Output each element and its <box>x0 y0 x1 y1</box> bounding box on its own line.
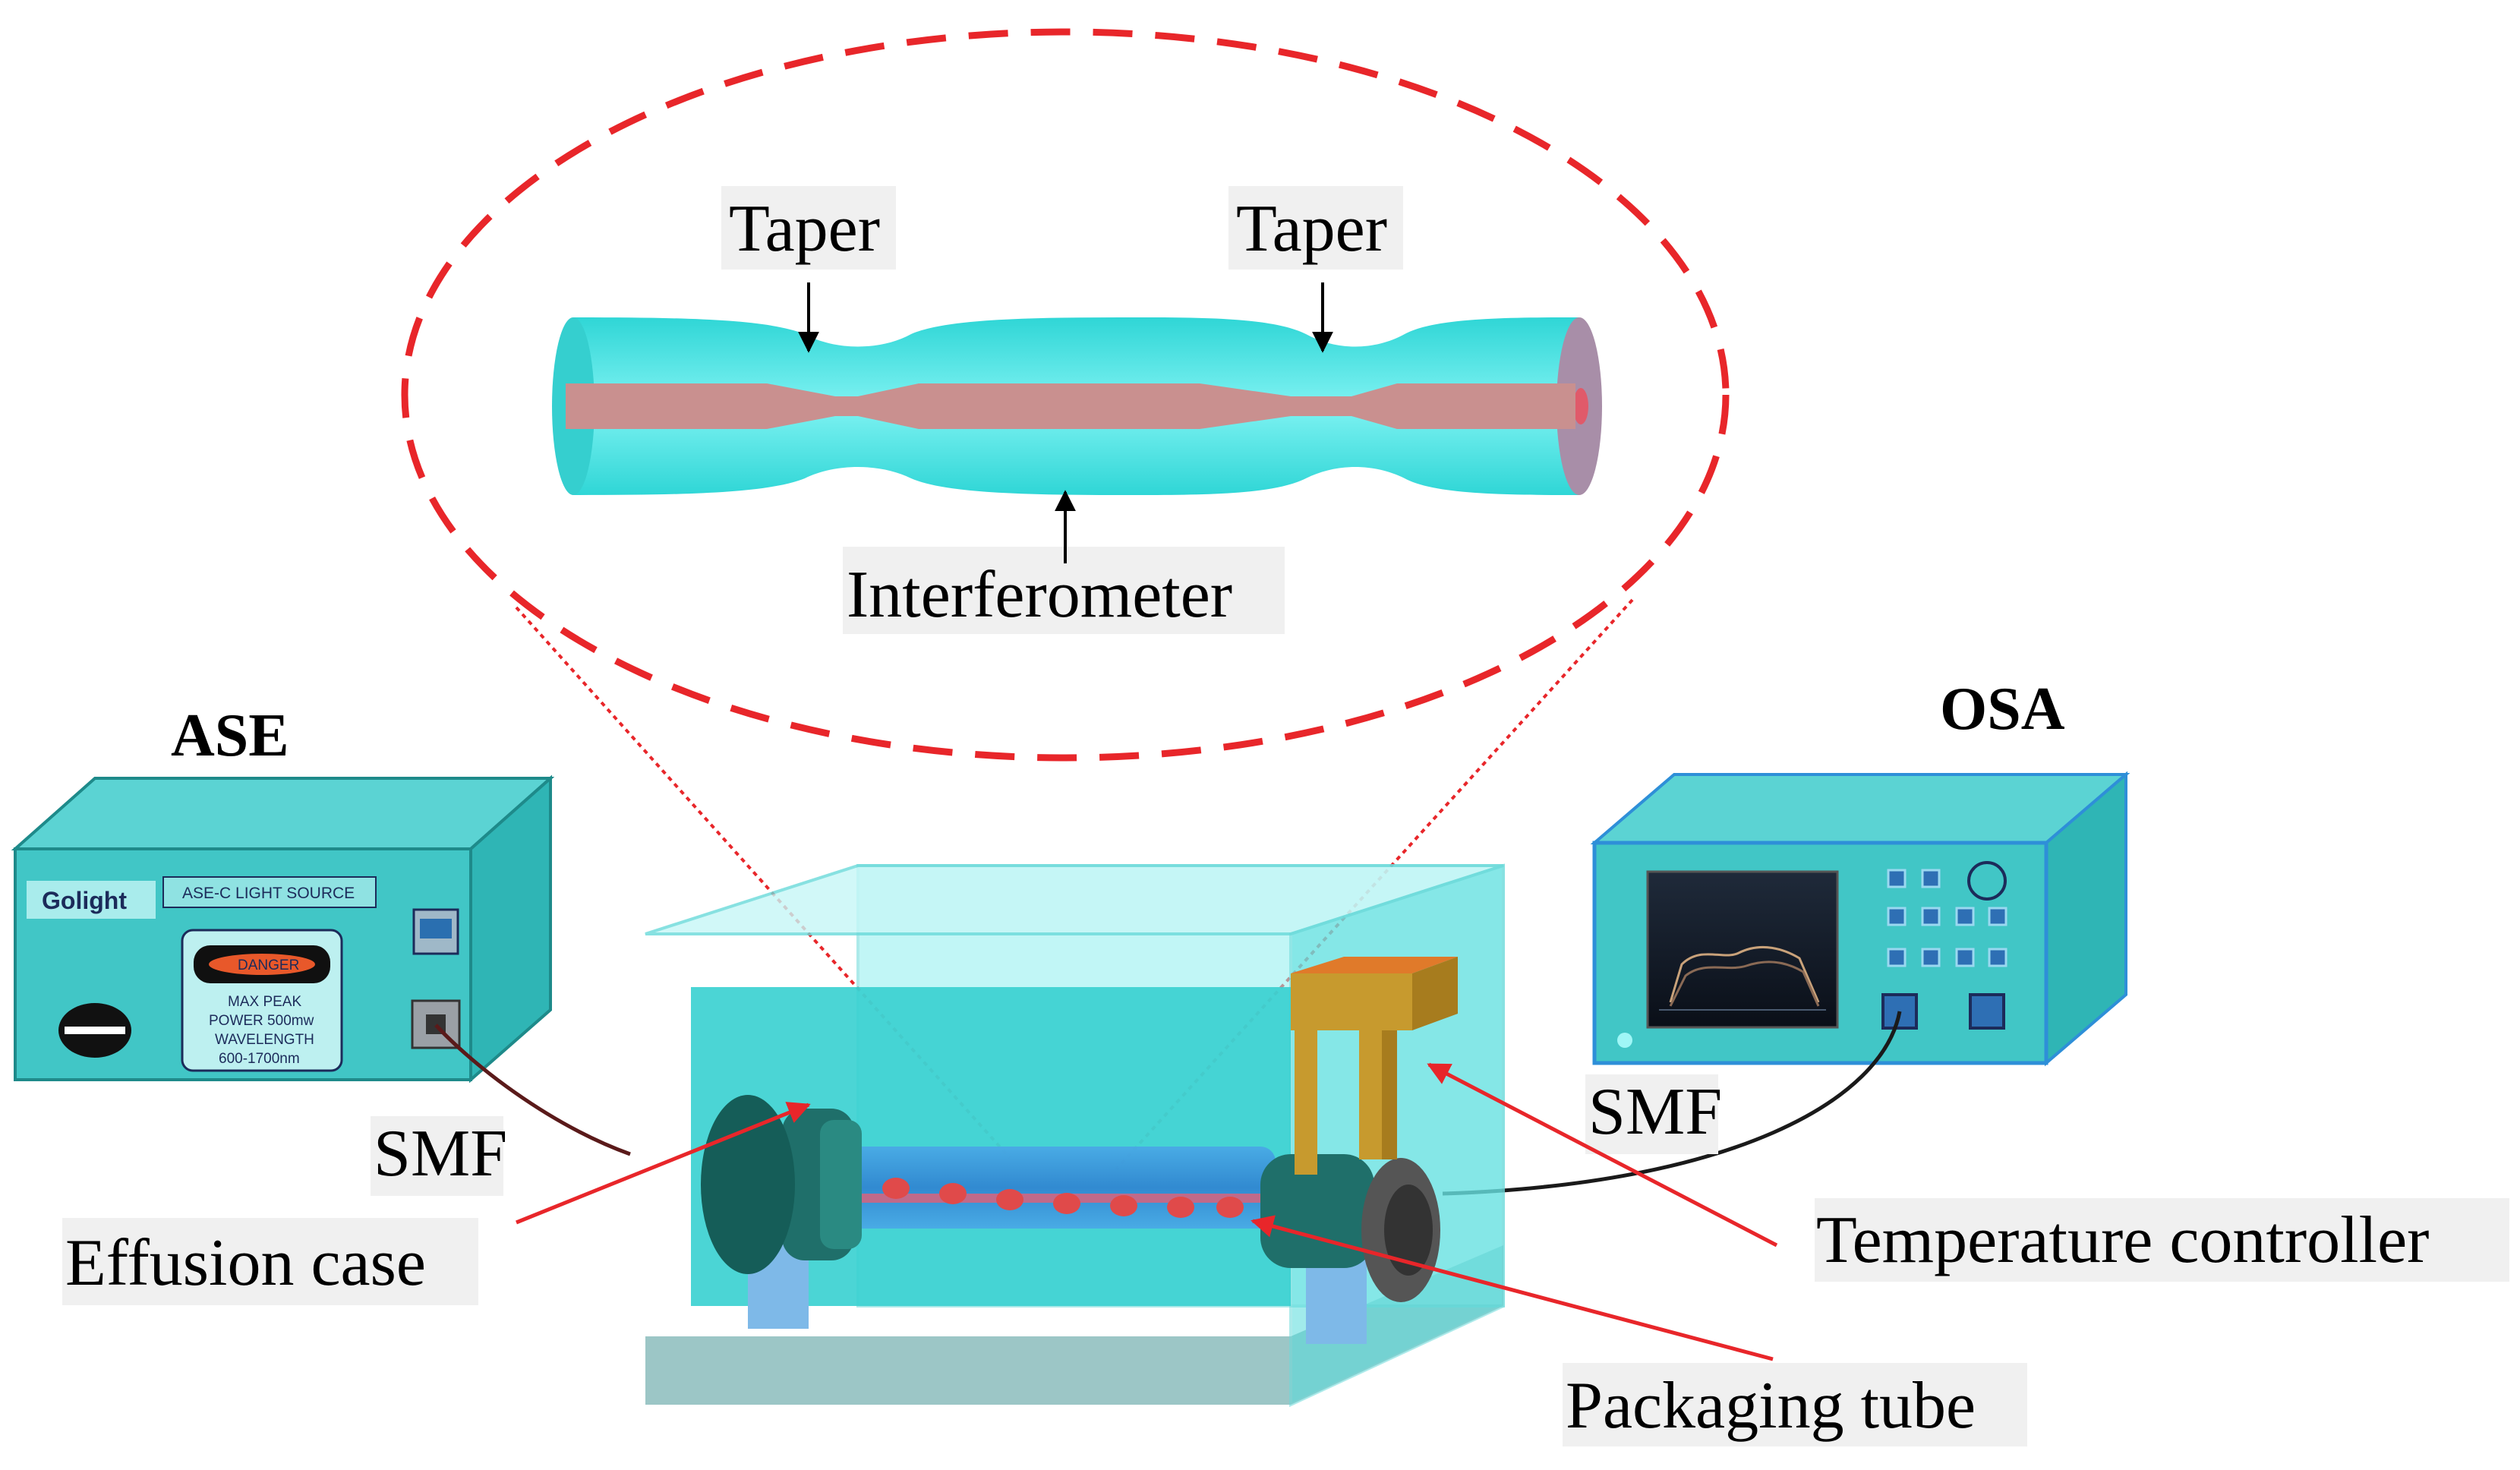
osa-led <box>1617 1033 1632 1048</box>
heater-side <box>1412 957 1458 1030</box>
smf-left-bg <box>371 1116 503 1196</box>
heater-leg-right <box>1359 1030 1382 1159</box>
osa-key <box>1955 907 1975 926</box>
zoom-ellipse <box>401 28 1730 762</box>
right-flange <box>1260 1154 1374 1268</box>
osa-knob <box>1967 861 2007 901</box>
osa-key <box>1955 948 1975 967</box>
osa-key <box>1921 869 1941 888</box>
zoom-view: Taper Taper Interferometer <box>401 28 1730 762</box>
ase-warning-3: WAVELENGTH <box>215 1032 314 1048</box>
osa-key <box>1921 948 1941 967</box>
effusion-case-label: Effusion case <box>65 1226 426 1300</box>
bath-bottom-shadow <box>645 1245 1503 1405</box>
smf-right-label: SMF <box>1588 1075 1722 1149</box>
tube-bead <box>882 1178 910 1199</box>
packaging-tube-bg <box>1563 1363 2027 1446</box>
tube-bead <box>1110 1195 1137 1216</box>
tube-bead <box>1053 1193 1080 1214</box>
tube-beads <box>882 1178 1244 1218</box>
osa-key <box>1887 869 1907 888</box>
right-flange-knob <box>1384 1185 1433 1276</box>
packaging-tube-label: Packaging tube <box>1566 1369 1976 1443</box>
ase-power-button-face <box>420 919 452 938</box>
osa-key <box>1988 907 2007 926</box>
smf-left-label: SMF <box>374 1117 507 1191</box>
ase-model-plate <box>162 876 377 908</box>
ase-brand: Golight <box>42 887 127 914</box>
osa-key <box>1988 948 2007 967</box>
optical-spectrum-analyzer: OSA <box>1590 676 2130 1067</box>
ase-warning-1: MAX PEAK <box>228 994 301 1010</box>
left-flange-ring <box>820 1120 862 1249</box>
ase-brand-plate <box>27 881 156 919</box>
effusion-case-arrow <box>516 1102 811 1225</box>
osa-screen <box>1646 870 1839 1029</box>
osa-key <box>1921 907 1941 926</box>
temperature-controller-arrow <box>1427 1062 1778 1248</box>
taper-left-bg <box>721 186 896 270</box>
fiber-core <box>566 383 1575 429</box>
interferometer-label: Interferometer <box>847 558 1232 632</box>
ase-key-slot <box>65 1027 125 1034</box>
ase-light-source: ASE Golight ASE-C LIGHT SOURCE DANGER MA… <box>11 702 555 1084</box>
osa-keypad <box>1887 869 2007 967</box>
smf-fiber-left <box>434 1024 631 1156</box>
osa-spectrum-trace-1 <box>1669 946 1820 1003</box>
heater-leg-side <box>1382 1030 1397 1159</box>
heater-leg-left <box>1295 1030 1317 1175</box>
fiber-core-end <box>1573 388 1588 424</box>
ase-top-face <box>11 777 555 850</box>
temperature-controller-label: Temperature controller <box>1816 1203 2429 1277</box>
packaging-tube <box>820 1147 1276 1229</box>
heater-top <box>1291 957 1458 973</box>
tapered-fiber <box>552 317 1602 495</box>
taper-right-label: Taper <box>1236 192 1387 266</box>
smf-fiber-right <box>1442 1011 1902 1196</box>
osa-input-port-2 <box>1969 993 2005 1030</box>
ase-warning-4: 600-1700nm <box>219 1051 300 1067</box>
ase-danger-light <box>209 954 315 975</box>
packaging-tube-arrow <box>1251 1215 1774 1361</box>
osa-key <box>1887 948 1907 967</box>
osa-title: OSA <box>1940 676 2065 743</box>
effusion-case-bg <box>62 1218 478 1305</box>
tube-bead <box>996 1189 1023 1210</box>
temperature-controller-bg <box>1815 1198 2509 1282</box>
taper-right-bg <box>1228 186 1403 270</box>
ase-model: ASE-C LIGHT SOURCE <box>182 885 355 902</box>
ase-danger: DANGER <box>238 957 299 973</box>
smf-right-bg <box>1585 1074 1718 1154</box>
heater-block <box>1291 973 1412 1030</box>
tube-bead <box>939 1183 967 1204</box>
effusion-setup <box>645 863 1505 1408</box>
tube-bead <box>1216 1197 1244 1218</box>
taper-left-label: Taper <box>729 192 880 266</box>
osa-spectrum-trace-2 <box>1669 961 1820 1007</box>
tube-bead <box>1167 1197 1194 1218</box>
left-flange-face <box>701 1095 795 1274</box>
osa-key <box>1887 907 1907 926</box>
osa-top-face <box>1590 773 2130 844</box>
ase-title: ASE <box>171 702 289 769</box>
ase-warning-2: POWER 500mw <box>209 1013 314 1029</box>
